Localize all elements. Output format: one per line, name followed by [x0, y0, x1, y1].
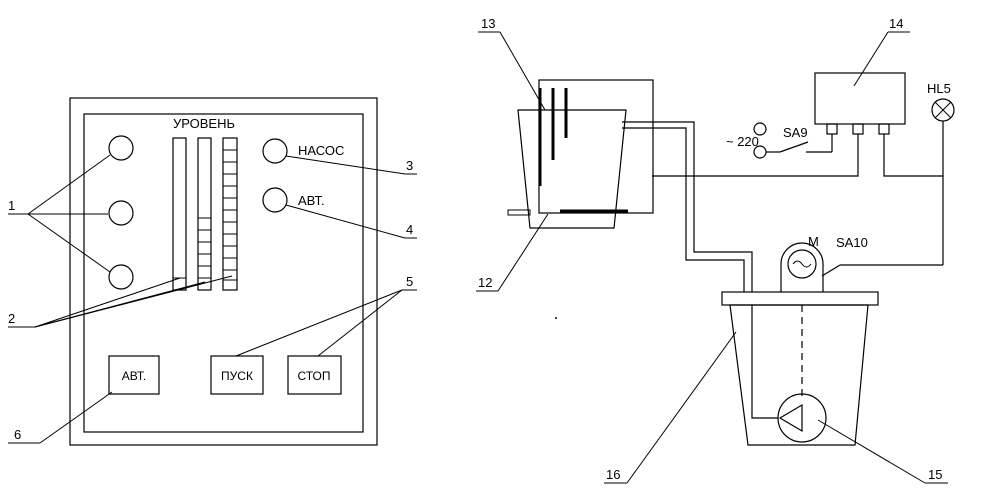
control-panel: УРОВЕНЬ НАСОС [69, 97, 378, 446]
start-button-label: ПУСК [221, 369, 253, 383]
control-unit-box [814, 72, 906, 125]
auto-lamp-label: АВТ. [298, 193, 325, 208]
panel-outer-frame [69, 97, 378, 446]
pump-arrow [778, 403, 803, 433]
panel-inner-frame [83, 113, 364, 433]
pump-tank-body [729, 304, 869, 446]
control-unit [814, 72, 906, 135]
lamp-hl5-icon [931, 98, 955, 122]
terminal-1 [826, 123, 838, 135]
indicator-lamp-1 [108, 135, 134, 161]
callout-5: 5 [406, 274, 413, 289]
callout-3: 3 [406, 158, 413, 173]
switch-sa9 [779, 141, 809, 153]
level-title: УРОВЕНЬ [173, 116, 235, 131]
level-scale-3 [222, 137, 238, 291]
switch-sa9-label: SA9 [783, 125, 808, 140]
callout-12: 12 [478, 275, 492, 290]
panel-leaders [8, 154, 417, 444]
switch-sa10-label: SA10 [836, 235, 868, 250]
tank-body [517, 109, 627, 229]
level-scales [172, 137, 238, 291]
level-scale-1 [172, 137, 187, 291]
callout-14: 14 [889, 16, 903, 31]
motor-ac-symbol [792, 260, 812, 268]
callout-15: 15 [928, 467, 942, 482]
pump-label: НАСОС [298, 143, 344, 158]
motor-icon [787, 249, 817, 279]
tank-drain-stub [507, 209, 531, 216]
callout-16: 16 [606, 467, 620, 482]
stop-button [287, 355, 342, 395]
callout-1: 1 [8, 198, 15, 213]
terminal-2 [852, 123, 864, 135]
indicator-lamp-3 [108, 264, 134, 290]
motor-bracket [780, 242, 824, 292]
auto-indicator-lamp [262, 187, 288, 213]
callout-13: 13 [481, 16, 495, 31]
callout-6: 6 [14, 427, 21, 442]
callout-4: 4 [406, 222, 413, 237]
pump-tank: M [721, 234, 879, 446]
auto-button [108, 355, 160, 395]
callout-2: 2 [8, 311, 15, 326]
tank-housing [538, 79, 654, 214]
supply-pipe [622, 121, 753, 292]
supply-label: ~ 220 [726, 134, 759, 149]
terminal-3 [878, 123, 890, 135]
wiring: ~ 220 SA9 SA10 HL5 [652, 81, 955, 277]
lamp-hl5-label: HL5 [927, 81, 951, 96]
auto-button-label: АВТ. [122, 369, 147, 383]
upper-tank [507, 79, 654, 229]
level-scale-2 [197, 137, 212, 291]
equipment-leaders [476, 31, 948, 484]
stop-button-label: СТОП [297, 369, 330, 383]
switch-sa10 [821, 264, 841, 277]
pump-tank-lid [721, 291, 879, 306]
pump-indicator-lamp [262, 138, 288, 164]
stray-mark [555, 317, 557, 319]
motor-label: M [808, 234, 819, 249]
pump-inlet-pipe [751, 305, 778, 419]
supply-terminal-1 [753, 122, 767, 136]
indicator-lamp-2 [108, 200, 134, 226]
